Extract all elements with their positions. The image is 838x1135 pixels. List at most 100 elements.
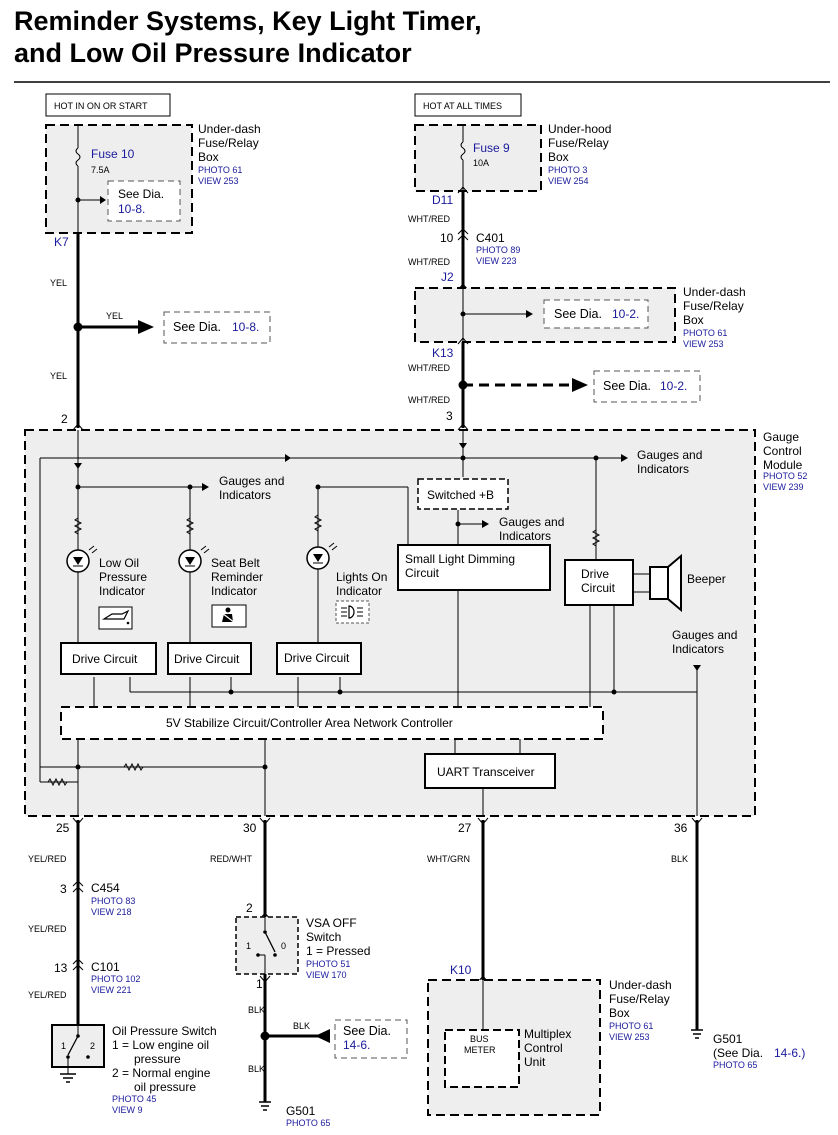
see-dia-link-blk[interactable]: 14-6.: [343, 1038, 370, 1052]
fuse-box-right2-name-3: Box: [683, 313, 704, 327]
fuse-box-right-photo[interactable]: PHOTO 3: [548, 165, 587, 175]
see-dia-link-fuse10[interactable]: 10-8.: [118, 202, 145, 216]
small-light-label-2: Circuit: [405, 566, 440, 580]
g501-right-see-link[interactable]: 14-6.): [774, 1046, 805, 1060]
g501-mid-photo[interactable]: PHOTO 65: [286, 1118, 330, 1128]
fuse-box-right2-name-2: Fuse/Relay: [683, 299, 744, 313]
connector-k13: [457, 337, 469, 345]
fuse-box-left-view[interactable]: VIEW 253: [198, 176, 239, 186]
can-controller: [60, 706, 604, 740]
gcm-pin-36: 36: [674, 821, 688, 835]
vsa-photo[interactable]: PHOTO 51: [306, 959, 350, 969]
see-dia-text-fuse10: See Dia.: [118, 187, 164, 201]
vsa-pos-1: 1: [246, 941, 251, 951]
gcm-view[interactable]: VIEW 239: [763, 482, 804, 492]
switched-b-label: Switched +B: [427, 488, 494, 502]
see-dia-link-k13[interactable]: 10-2.: [660, 379, 687, 393]
g501-right-name: G501: [713, 1032, 743, 1046]
c454-view[interactable]: VIEW 218: [91, 907, 132, 917]
c101-name: C101: [91, 960, 120, 974]
oil-switch-name: Oil Pressure Switch: [112, 1024, 217, 1038]
fuse-box-right2-photo[interactable]: PHOTO 61: [683, 328, 727, 338]
mcu-name-3: Unit: [524, 1055, 546, 1069]
oil-switch-photo[interactable]: PHOTO 45: [112, 1094, 156, 1104]
bulb-icon-oil: [66, 545, 98, 573]
wire-label-yel-branch: YEL: [106, 311, 123, 321]
gauges-label-1a: Gauges and: [219, 474, 284, 488]
oil-switch-desc-1a: 1 = Low engine oil: [112, 1038, 209, 1052]
beeper-drive-label-1: Drive: [581, 567, 609, 581]
c454-name: C454: [91, 881, 120, 895]
g501-right-photo[interactable]: PHOTO 65: [713, 1060, 757, 1070]
gauges-label-3a: Gauges and: [499, 515, 564, 529]
wire-label-wht-red-4: WHT/RED: [408, 395, 450, 405]
vsa-desc: 1 = Pressed: [306, 944, 370, 958]
resistor-beeper: [591, 529, 601, 547]
wire-label-blk-right: BLK: [671, 854, 688, 864]
switched-b-box: [417, 478, 509, 510]
seat-indicator-label-2: Reminder: [211, 570, 263, 584]
mcu-view[interactable]: VIEW 253: [609, 1032, 650, 1042]
drive-circuit-seat-label: Drive Circuit: [174, 652, 240, 666]
c401-photo[interactable]: PHOTO 89: [476, 245, 520, 255]
page-title-line1: Reminder Systems, Key Light Timer,: [14, 6, 482, 36]
c454-photo[interactable]: PHOTO 83: [91, 896, 135, 906]
fuse-box-left-name-1: Under-dash: [198, 122, 261, 136]
c101-photo[interactable]: PHOTO 102: [91, 974, 140, 984]
oil-switch-pos-2: 2: [90, 1041, 95, 1051]
connector-d11: [457, 186, 469, 194]
gcm-photo[interactable]: PHOTO 52: [763, 471, 807, 481]
gcm-pin-27: 27: [458, 821, 472, 835]
drive-circuit-lights: [276, 642, 362, 675]
see-dia-text-k13: See Dia.: [603, 379, 651, 393]
see-dia-box-k13: [593, 370, 701, 403]
wire-label-red-wht: RED/WHT: [210, 854, 252, 864]
terminal-k10: K10: [450, 963, 472, 977]
bus-label-2: METER: [464, 1045, 496, 1055]
fuse-box-left-name-3: Box: [198, 150, 219, 164]
mcu-box-name-1: Under-dash: [609, 978, 672, 992]
vsa-view[interactable]: VIEW 170: [306, 970, 347, 980]
see-dia-link-yel[interactable]: 10-8.: [232, 320, 259, 334]
vsa-name-1: VSA OFF: [306, 916, 357, 930]
wire-label-yel-1: YEL: [50, 278, 67, 288]
fuse-box-right-name-3: Box: [548, 150, 569, 164]
wire-label-wht-red-3: WHT/RED: [408, 363, 450, 373]
vsa-pin-2: 2: [246, 901, 253, 915]
c101-view[interactable]: VIEW 221: [91, 985, 132, 995]
c401-view[interactable]: VIEW 223: [476, 256, 517, 266]
gcm-name-3: Module: [763, 458, 803, 472]
arrow-wht-red-branch: [572, 378, 588, 392]
fuse-box-right-name-2: Fuse/Relay: [548, 136, 609, 150]
arrow-blk-branch: [315, 1029, 330, 1043]
oil-switch-desc-1b: pressure: [134, 1052, 181, 1066]
see-dia-box-yel: [163, 311, 271, 344]
bus-meter-box: [444, 1029, 520, 1088]
g501-mid-name: G501: [286, 1104, 316, 1118]
hot-label-right-box: [414, 93, 522, 117]
connector-pin-2: [72, 423, 84, 431]
gcm-pin-30: 30: [243, 821, 257, 835]
terminal-k7: K7: [54, 235, 69, 249]
oil-indicator-label-3: Indicator: [99, 584, 145, 598]
wire-label-yel-2: YEL: [50, 371, 67, 381]
wire-label-wht-red-2: WHT/RED: [408, 257, 450, 267]
oil-switch-desc-2a: 2 = Normal engine: [112, 1066, 211, 1080]
bulb-icon-lights: [306, 542, 338, 570]
oil-switch-view[interactable]: VIEW 9: [112, 1105, 143, 1115]
arrow-yel-branch: [138, 320, 154, 334]
gcm-pin-3: 3: [446, 409, 453, 423]
resistor-oil: [73, 517, 83, 535]
fuse-box-right2-view[interactable]: VIEW 253: [683, 339, 724, 349]
gauge-control-module: [24, 429, 756, 817]
fuse-box-right-view[interactable]: VIEW 254: [548, 176, 589, 186]
fuse-box-left-photo[interactable]: PHOTO 61: [198, 165, 242, 175]
mcu-photo[interactable]: PHOTO 61: [609, 1021, 653, 1031]
uart-label: UART Transceiver: [437, 765, 535, 779]
can-controller-label: 5V Stabilize Circuit/Controller Area Net…: [166, 716, 453, 730]
see-dia-box-blk: [334, 1019, 408, 1059]
connector-c454-bottom: [72, 886, 84, 893]
bus-label-1: BUS: [470, 1034, 489, 1044]
see-dia-link-relay2[interactable]: 10-2.: [612, 307, 639, 321]
vsa-pos-0: 0: [281, 941, 286, 951]
